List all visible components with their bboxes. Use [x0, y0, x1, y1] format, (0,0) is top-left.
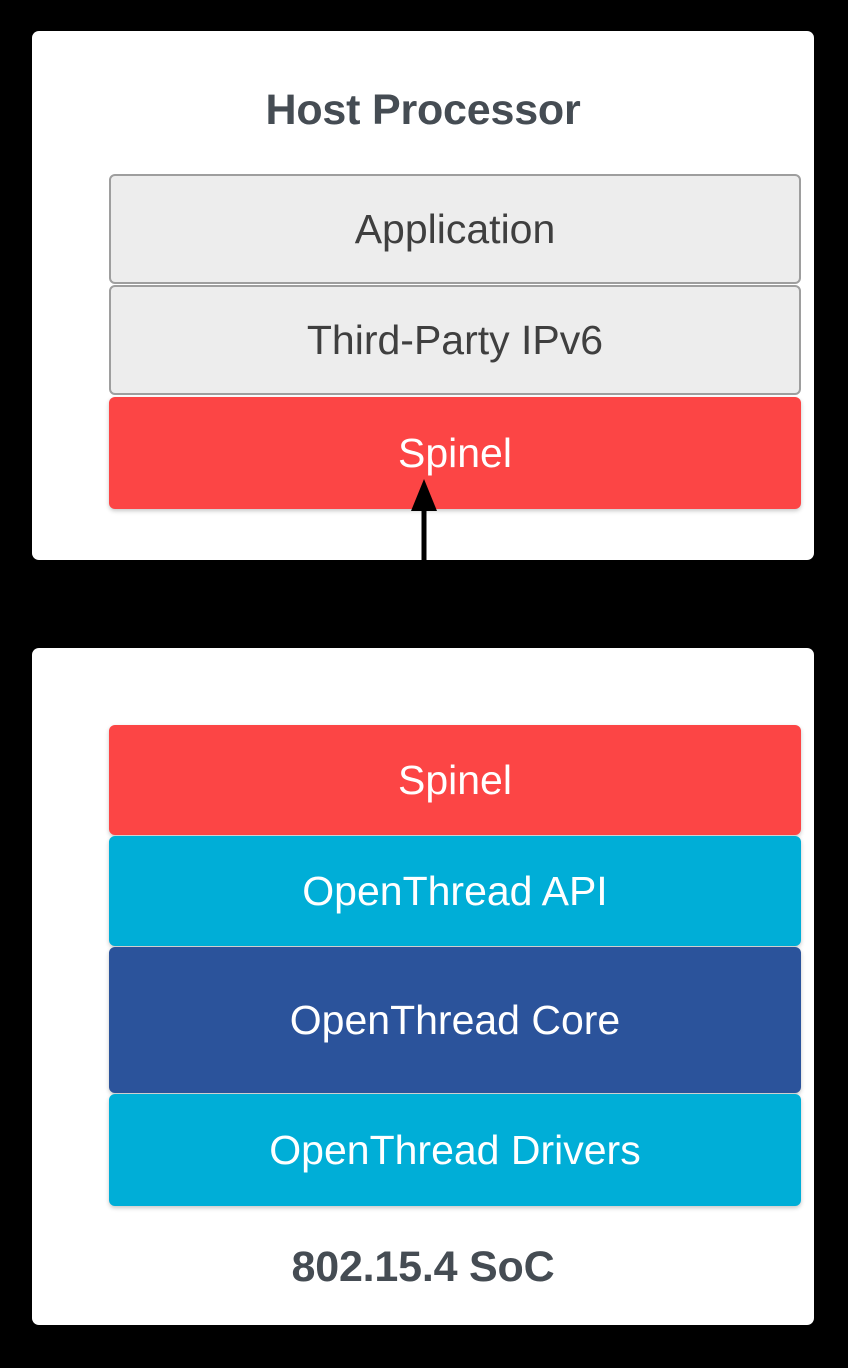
layer-openthread-api: OpenThread API: [109, 836, 801, 946]
host-processor-panel: Host Processor Application Third-Party I…: [32, 31, 814, 560]
layer-openthread-drivers: OpenThread Drivers: [109, 1094, 801, 1206]
soc-title: 802.15.4 SoC: [291, 1243, 555, 1291]
layer-third-party-ipv6: Third-Party IPv6: [109, 285, 801, 395]
host-processor-title: Host Processor: [265, 86, 581, 134]
layer-spinel-host: Spinel: [109, 397, 801, 509]
layer-openthread-core: OpenThread Core: [109, 947, 801, 1093]
layer-spinel-soc: Spinel: [109, 725, 801, 835]
layer-application: Application: [109, 174, 801, 284]
soc-panel: Spinel OpenThread API OpenThread Core Op…: [32, 648, 814, 1325]
